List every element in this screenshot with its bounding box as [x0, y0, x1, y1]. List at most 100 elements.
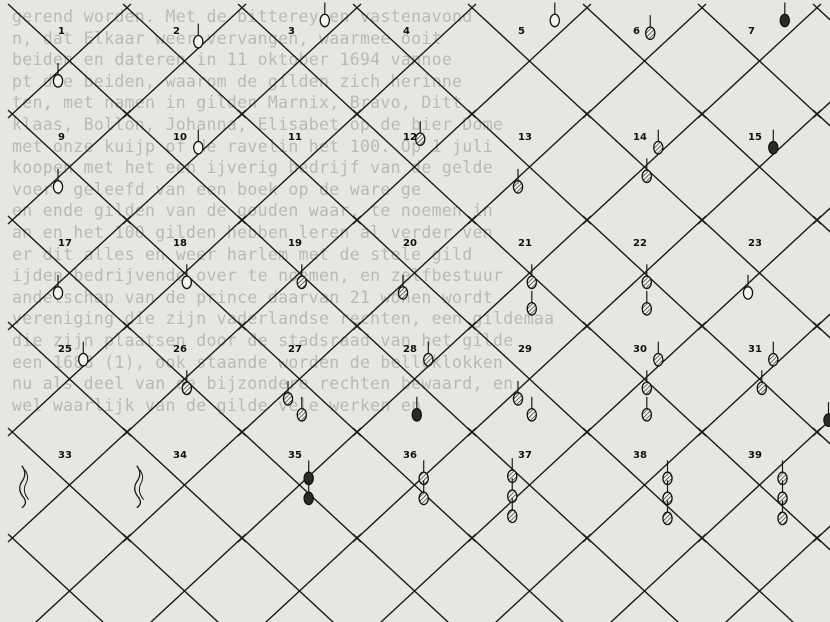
bell-body: [654, 353, 663, 365]
pattern-number: 10: [173, 132, 187, 143]
pattern-number: 26: [173, 344, 187, 355]
cross-line: [353, 534, 476, 622]
pattern-number: 34: [173, 450, 187, 461]
cross-line: [123, 534, 246, 622]
cross-line: [813, 428, 830, 542]
bell-body: [419, 492, 428, 504]
bell-icon: [769, 342, 778, 366]
pattern-number: 28: [403, 344, 417, 355]
bell-icon: [412, 397, 421, 421]
bell-body: [508, 510, 517, 522]
pattern-number: 12: [403, 132, 417, 143]
pattern-number: 6: [633, 26, 640, 37]
cross-line: [468, 534, 591, 622]
bell-icon: [824, 402, 830, 426]
pattern-number: 9: [58, 132, 65, 143]
pattern-number: 35: [288, 450, 302, 461]
bell-icon: [79, 342, 88, 366]
cross-line: [813, 216, 830, 330]
cross-line: [813, 110, 830, 224]
pattern-number: 38: [633, 450, 647, 461]
bell-body: [663, 512, 672, 524]
pattern-number: 5: [518, 26, 525, 37]
cross-line: [813, 534, 830, 622]
pattern-number: 23: [748, 238, 762, 249]
pattern-number: 18: [173, 238, 187, 249]
bell-body: [194, 35, 203, 47]
cross-line: [698, 534, 821, 622]
bell-icon: [527, 291, 536, 315]
bell-icon: [654, 130, 663, 154]
bell-icon: [320, 2, 329, 26]
pattern-number: 27: [288, 344, 302, 355]
bell-body: [513, 181, 522, 193]
bell-icon: [769, 130, 778, 154]
bell-body: [527, 303, 536, 315]
pattern-number: 3: [288, 26, 295, 37]
cross-line: [583, 534, 706, 622]
cross-line: [468, 534, 591, 622]
bell-body: [283, 393, 292, 405]
pattern-number: 19: [288, 238, 302, 249]
pattern-number: 15: [748, 132, 762, 143]
bell-icon: [642, 291, 651, 315]
bell-icon: [646, 15, 655, 39]
pattern-number: 31: [748, 344, 762, 355]
cross-line: [123, 534, 246, 622]
bell-body: [79, 353, 88, 365]
bell-body: [416, 133, 425, 145]
bell-body: [654, 141, 663, 153]
bell-body: [646, 27, 655, 39]
cross-line: [813, 216, 830, 330]
bell-icon: [297, 397, 306, 421]
bell-body: [527, 409, 536, 421]
cross-line: [813, 4, 830, 118]
pattern-number: 17: [58, 238, 72, 249]
bell-icon: [642, 397, 651, 421]
bell-body: [778, 512, 787, 524]
bell-body: [53, 287, 62, 299]
bell-icon: [527, 397, 536, 421]
bell-icon: [194, 130, 203, 154]
bell-body: [780, 14, 789, 26]
bell-body: [769, 353, 778, 365]
bell-icon: [419, 480, 428, 504]
pattern-number: 7: [748, 26, 755, 37]
pattern-number: 13: [518, 132, 532, 143]
bell-body: [304, 492, 313, 504]
bell-icon: [654, 342, 663, 366]
pattern-number: 21: [518, 238, 532, 249]
pattern-number: 30: [633, 344, 647, 355]
bell-body: [769, 141, 778, 153]
pattern-number: 1: [58, 26, 65, 37]
cross-line: [238, 534, 361, 622]
pattern-number: 4: [403, 26, 410, 37]
bell-body: [513, 393, 522, 405]
pattern-number: 20: [403, 238, 417, 249]
pattern-number: 37: [518, 450, 532, 461]
bell-body: [642, 409, 651, 421]
cross-line: [583, 534, 706, 622]
bell-body: [424, 353, 433, 365]
bell-body: [182, 382, 191, 394]
bell-icon: [550, 2, 559, 26]
cross-line: [813, 428, 830, 542]
pattern-number: 33: [58, 450, 72, 461]
pattern-number: 14: [633, 132, 647, 143]
bell-body: [642, 276, 651, 288]
bell-body: [412, 409, 421, 421]
bell-body: [642, 170, 651, 182]
bell-body: [297, 276, 306, 288]
bell-body: [53, 181, 62, 193]
bell-body: [757, 382, 766, 394]
pattern-number: 29: [518, 344, 532, 355]
bell-body: [182, 276, 191, 288]
bell-body: [743, 287, 752, 299]
cross-line: [813, 110, 830, 224]
cross-line: [813, 4, 830, 118]
cross-line: [238, 534, 361, 622]
pattern-number: 36: [403, 450, 417, 461]
bell-icon: [194, 24, 203, 48]
bell-icon: [780, 2, 789, 26]
